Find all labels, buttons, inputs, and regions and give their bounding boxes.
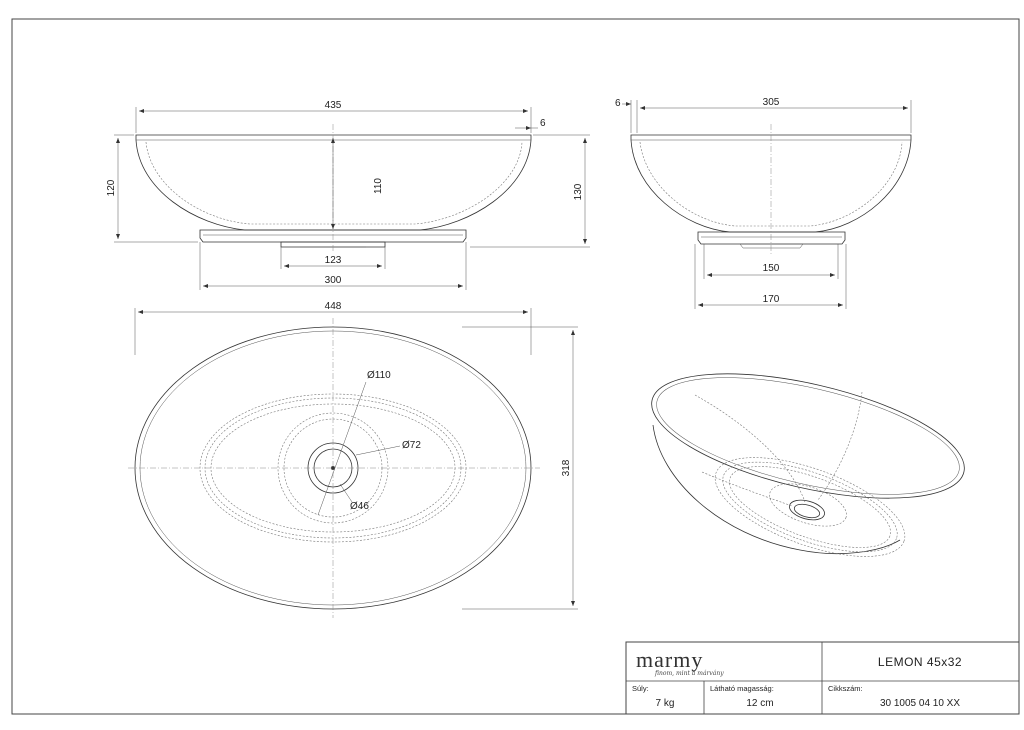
isometric-view (651, 373, 965, 557)
product-name: LEMON 45x32 (878, 655, 962, 669)
side-dim-width: 305 (763, 97, 780, 108)
top-dim-d46: Ø46 (350, 501, 369, 512)
top-dim-width: 318 (561, 459, 572, 476)
front-dim-drain: 123 (325, 255, 342, 266)
top-dim-d110: Ø110 (367, 370, 391, 381)
visible-height-value: 12 cm (746, 698, 773, 709)
front-dim-height-left: 120 (106, 179, 117, 196)
side-view: 6 305 150 170 (615, 97, 912, 309)
sheet-border (11, 18, 1020, 715)
side-dim-base-outer: 170 (763, 294, 780, 305)
brand-tagline: finom, mint a márvány (654, 670, 724, 677)
front-dim-inner-depth: 110 (373, 178, 384, 194)
front-dim-width: 435 (325, 100, 342, 111)
title-block: marmy finom, mint a márvány LEMON 45x32 … (625, 641, 1020, 715)
weight-label: Súly: (632, 684, 649, 693)
front-view: 435 6 120 110 130 123 300 (106, 100, 590, 290)
article-label: Cikkszám: (828, 684, 863, 693)
visible-height-label: Látható magasság: (710, 684, 774, 693)
front-dim-rim: 6 (540, 118, 546, 129)
top-dim-length: 448 (325, 301, 342, 312)
side-dim-rim: 6 (615, 98, 621, 109)
brand-logo: marmy (636, 647, 703, 672)
weight-value: 7 kg (656, 698, 675, 709)
top-dim-d72: Ø72 (402, 440, 421, 451)
side-dim-base-inner: 150 (763, 263, 780, 274)
top-view: Ø110 Ø72 Ø46 448 318 (128, 301, 578, 618)
front-dim-height-right: 130 (573, 183, 584, 200)
front-dim-base: 300 (325, 275, 342, 286)
article-value: 30 1005 04 10 XX (880, 698, 960, 709)
